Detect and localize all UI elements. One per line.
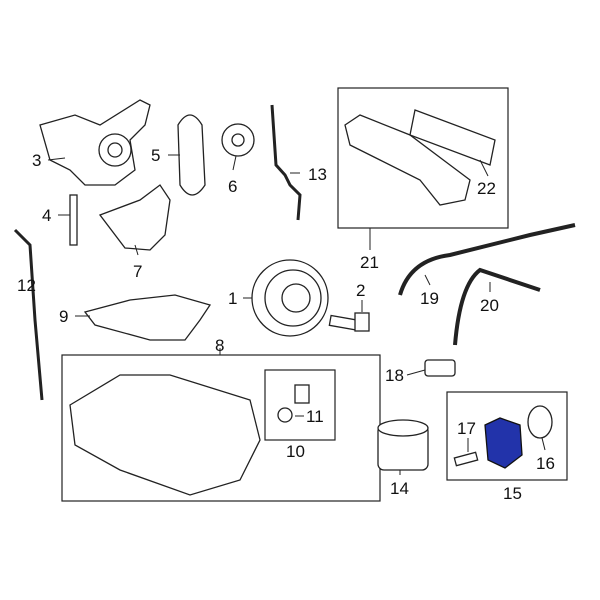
callout-18: 18 [385,366,404,385]
part-heat-shield[interactable] [98,184,171,251]
callout-12: 12 [17,276,36,295]
part-o-ring[interactable] [527,405,553,439]
part-splash-shield[interactable] [83,294,212,341]
part-hose-20[interactable] [453,267,541,346]
part-dipstick[interactable] [13,228,44,401]
callout-16: 16 [536,454,555,473]
part-crank-bolt[interactable] [328,312,370,332]
callout-1: 1 [228,289,237,308]
callout-20: 20 [480,296,499,315]
callout-8: 8 [215,336,224,355]
group-box-10 [264,369,336,441]
callout-9: 9 [59,307,68,326]
callout-21: 21 [360,253,379,272]
callout-7: 7 [133,262,142,281]
part-hose-19[interactable] [398,223,576,296]
part-belt[interactable] [177,114,206,196]
group-box-21 [337,87,509,229]
part-bolt-4[interactable] [69,194,78,246]
callout-5: 5 [151,146,160,165]
callout-19: 19 [420,289,439,308]
callout-2: 2 [356,281,365,300]
group-box-15 [446,391,568,481]
part-oil-pan[interactable] [69,374,261,496]
callout-11: 11 [306,407,324,426]
callout-22: 22 [477,179,496,198]
part-oil-filter[interactable] [377,419,429,471]
part-sensor[interactable] [424,359,456,377]
callout-13: 13 [308,165,327,184]
part-cooler-bolt[interactable] [453,451,479,467]
part-dipstick-tube[interactable] [270,104,302,221]
callout-15: 15 [503,484,522,503]
callout-3: 3 [32,151,41,170]
leader-lines [47,154,546,475]
part-drain-plug[interactable] [277,384,310,423]
part-gasket[interactable] [409,109,496,166]
part-oil-cooler[interactable] [484,417,523,469]
callout-4: 4 [42,206,51,225]
callout-17: 17 [457,419,476,438]
callout-labels: 3 5 6 13 4 7 12 9 1 2 21 22 19 20 18 8 1… [17,146,555,503]
part-sprocket[interactable] [221,123,255,157]
part-intake-manifold[interactable] [344,114,471,206]
callout-6: 6 [228,177,237,196]
part-oil-pump[interactable] [39,99,151,186]
callout-14: 14 [390,479,409,498]
callout-10: 10 [286,442,305,461]
part-crankshaft-pulley[interactable] [251,259,329,337]
